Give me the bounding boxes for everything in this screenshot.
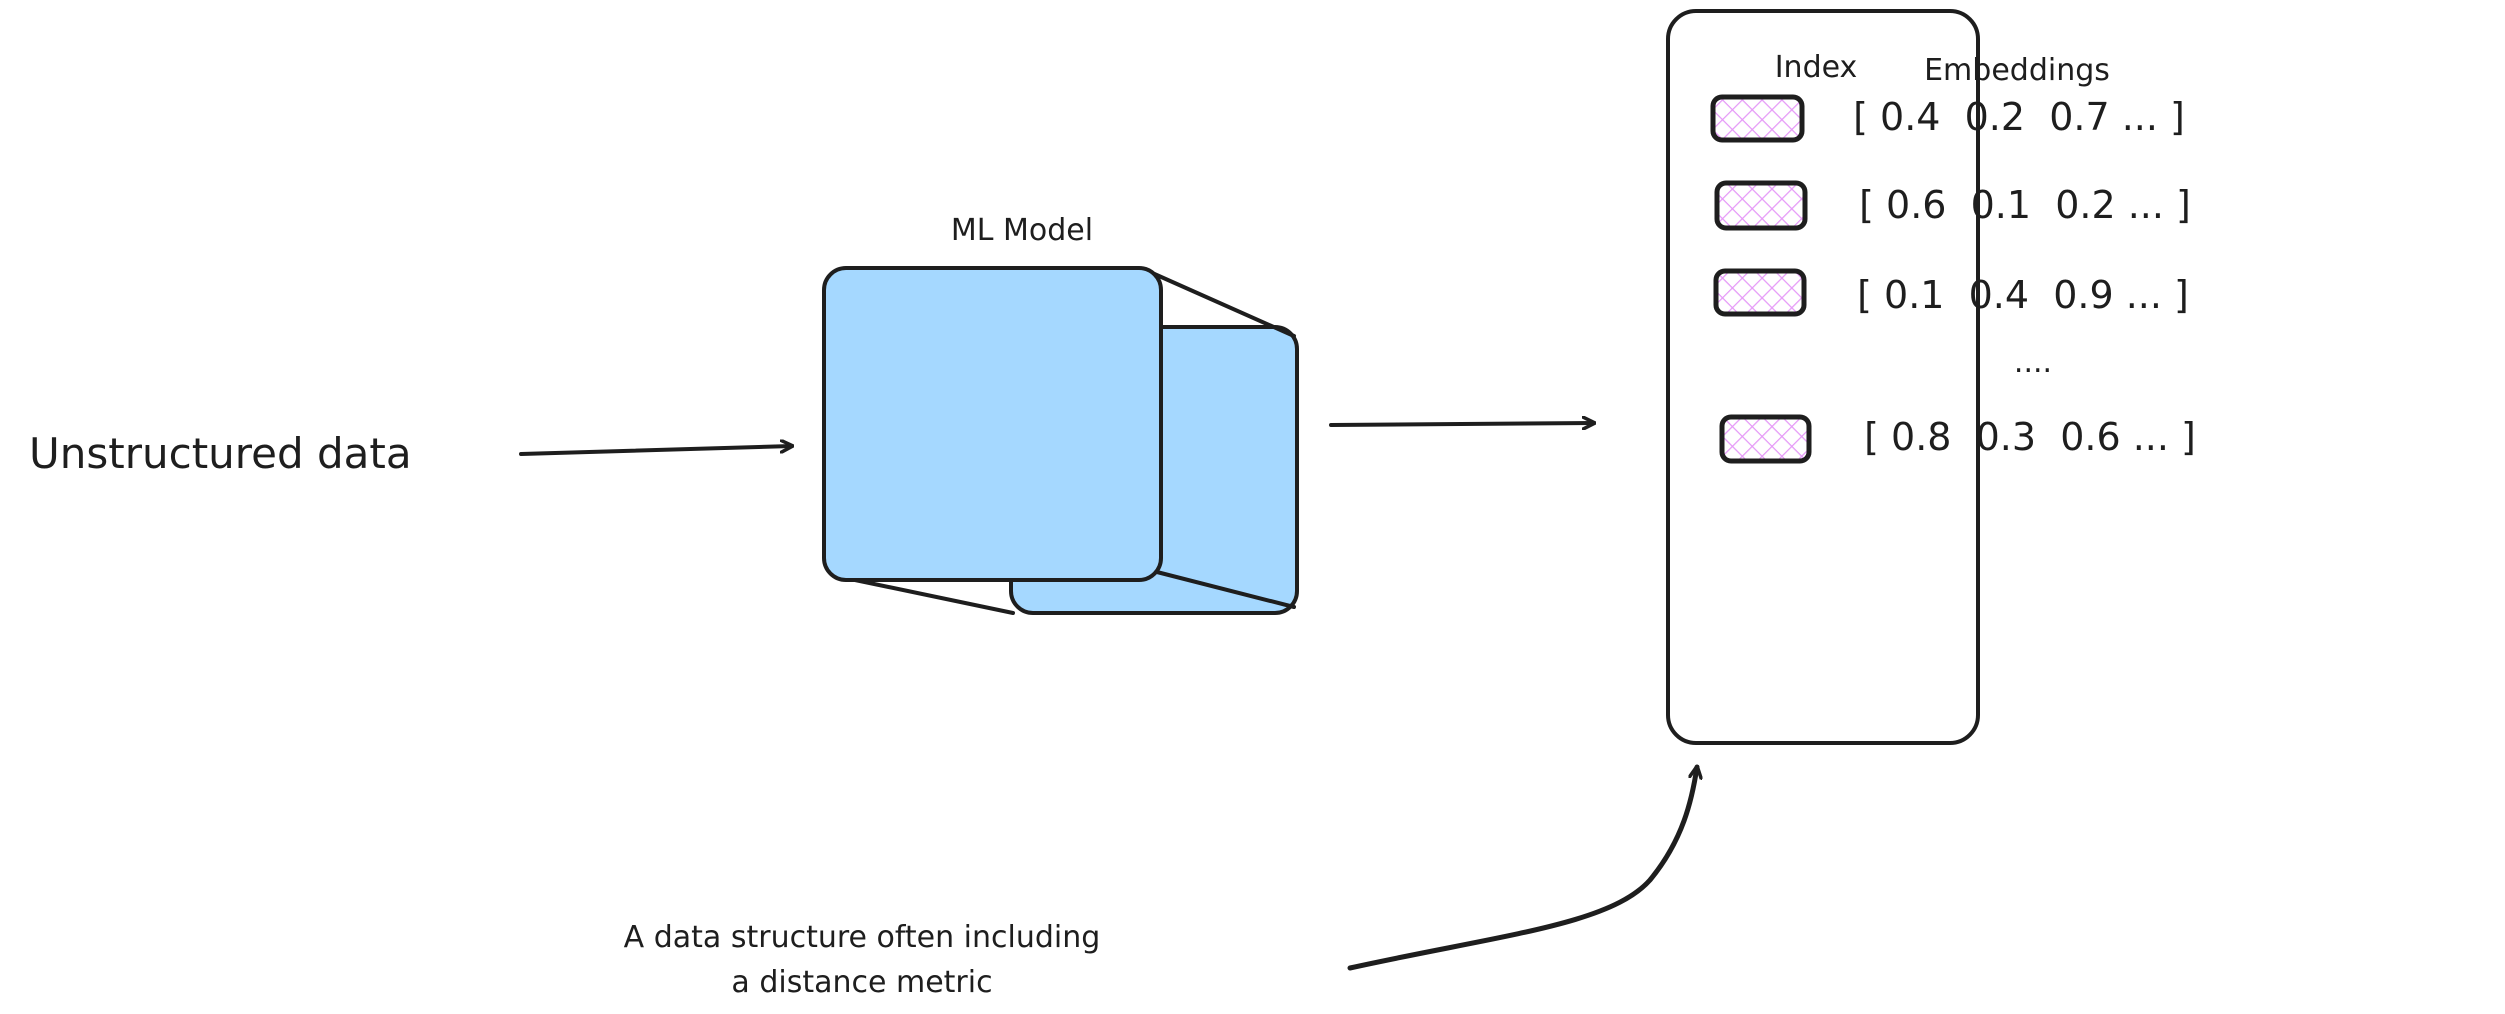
model-edge — [1148, 270, 1296, 338]
embeddings-label: Embeddings — [1924, 53, 2110, 88]
index-label: Index — [1775, 50, 1858, 85]
embedding-ellipsis: .... — [2014, 345, 2052, 380]
index-container — [1666, 9, 1980, 745]
embedding-vector: [ 0.8 0.3 0.6 ... ] — [1864, 415, 2196, 459]
index-entry — [1714, 180, 1808, 231]
model-front-face — [822, 266, 1163, 582]
model-edge — [1151, 569, 1296, 609]
embedding-vector: [ 0.1 0.4 0.9 ... ] — [1857, 273, 2189, 317]
index-entry — [1713, 268, 1807, 317]
input-label: Unstructured data — [29, 429, 412, 478]
arrow-input-to-model — [519, 446, 792, 456]
model-label: ML Model — [951, 213, 1093, 248]
arrow-annotation-to-index — [1347, 767, 1697, 971]
embedding-vector: [ 0.4 0.2 0.7 ... ] — [1853, 95, 2185, 139]
index-entry — [1719, 414, 1812, 464]
annotation-line-2: a distance metric — [731, 965, 992, 1000]
ml-model-shape — [822, 266, 1299, 615]
annotation-line-1: A data structure often including — [624, 920, 1101, 955]
embedding-vector: [ 0.6 0.1 0.2 ... ] — [1859, 183, 2191, 227]
index-entry — [1710, 94, 1805, 143]
arrow-model-to-index — [1329, 423, 1594, 425]
model-edge — [853, 578, 1015, 615]
